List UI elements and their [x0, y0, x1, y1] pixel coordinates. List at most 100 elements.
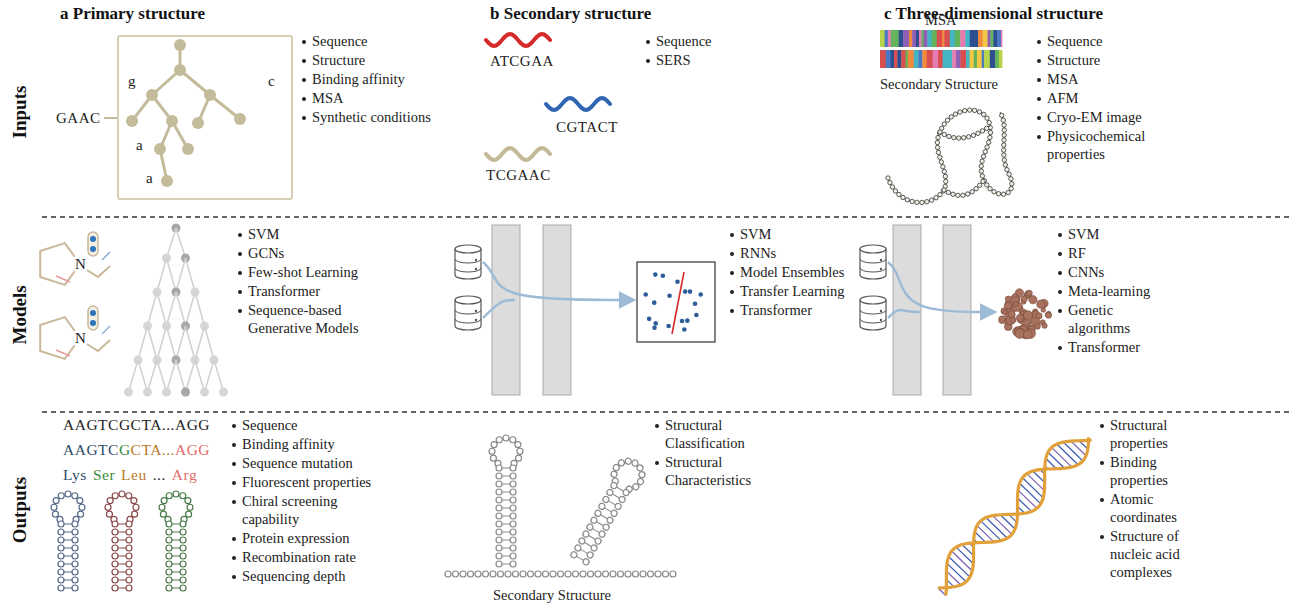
art-stroke: [510, 537, 516, 543]
art-stroke: [652, 325, 657, 330]
art-stroke: [947, 563, 966, 581]
art-stroke: [962, 136, 966, 140]
art-stroke: [176, 292, 186, 326]
art-stroke: [967, 108, 971, 112]
art-stroke: [880, 268, 882, 270]
bullet-dot: [1037, 97, 1041, 101]
art-stroke: [927, 424, 1098, 599]
art-stroke: [1013, 293, 1017, 297]
figure-label: MSA: [925, 11, 956, 29]
art-stroke: [505, 571, 511, 577]
search-tree: [124, 224, 228, 397]
art-stroke: [192, 117, 204, 129]
art-stroke: [996, 192, 1000, 196]
art-stroke: [637, 262, 715, 342]
art-stroke: [694, 313, 699, 318]
art-stroke: [938, 192, 942, 196]
art-stroke: [195, 326, 205, 360]
art-stroke: [496, 505, 502, 511]
art-stroke: [126, 577, 132, 583]
atom-label: N: [75, 255, 86, 273]
art-stroke: [186, 360, 196, 392]
msa-stripe: [950, 30, 956, 47]
art-stroke: [496, 497, 502, 503]
figure-label: ATCGAA: [490, 52, 554, 70]
art-stroke: [893, 189, 897, 193]
bullet-dot: [1037, 135, 1041, 139]
rna-secondary-structure: [886, 108, 1014, 205]
art-stroke: [981, 179, 985, 183]
bullet-item: MSA: [1047, 70, 1182, 88]
art-stroke: [586, 523, 594, 531]
art-stroke: [157, 258, 167, 292]
art-stroke: [475, 319, 477, 321]
msa-stripe: [909, 30, 913, 47]
art-stroke: [496, 537, 502, 543]
art-stroke: [172, 572, 180, 573]
art-stroke: [510, 521, 516, 527]
art-stroke: [174, 64, 186, 76]
row-divider: [42, 216, 1289, 218]
art-stroke: [936, 150, 940, 154]
bullet-item: MSA: [312, 89, 477, 107]
art-stroke: [496, 513, 502, 519]
art-stroke: [157, 326, 167, 360]
msa-stripe: [943, 50, 949, 68]
art-stroke: [986, 518, 1007, 539]
art-stroke: [886, 176, 890, 180]
art-stroke: [860, 310, 886, 314]
art-stroke: [942, 122, 946, 126]
art-stroke: [126, 521, 132, 527]
msa-stripe: [970, 50, 975, 68]
art-stroke: [58, 553, 64, 559]
art-stroke: [682, 327, 687, 332]
art-stroke: [503, 435, 509, 441]
sequence-text: ...: [153, 465, 166, 484]
database-icon: [860, 296, 886, 330]
art-stroke: [490, 571, 496, 577]
art-stroke: [166, 569, 172, 575]
art-stroke: [693, 302, 698, 307]
art-stroke: [496, 529, 502, 535]
aptamer-hairpin: [51, 491, 85, 591]
msa-stripe: [977, 50, 982, 68]
msa-stripe: [938, 50, 943, 68]
art-stroke: [927, 424, 1098, 599]
art-stroke: [958, 110, 962, 114]
art-stroke: [126, 561, 132, 567]
art-stroke: [90, 320, 96, 326]
art-stroke: [683, 289, 688, 294]
art-stroke: [1015, 329, 1025, 339]
art-stroke: [180, 577, 186, 583]
msa-stripe: [880, 50, 886, 68]
art-stroke: [1048, 452, 1065, 468]
art-stroke: [698, 292, 703, 297]
art-stroke: [205, 326, 215, 360]
art-stroke: [118, 588, 126, 589]
art-stroke: [90, 236, 96, 242]
bullet-dot: [232, 537, 236, 541]
art-stroke: [993, 516, 1012, 535]
art-stroke: [510, 437, 516, 443]
art-stroke: [937, 131, 941, 135]
art-stroke: [180, 561, 186, 567]
art-stroke: [949, 115, 953, 119]
art-stroke: [614, 502, 622, 510]
art-stroke: [1037, 300, 1045, 308]
art-stroke: [72, 577, 78, 583]
art-stroke: [688, 289, 693, 294]
art-stroke: [888, 110, 1012, 202]
bullet-item: AFM: [1047, 89, 1182, 107]
art-stroke: [126, 585, 132, 591]
msa-stripe: [885, 30, 889, 47]
art-stroke: [625, 571, 631, 577]
art-stroke: [105, 504, 111, 510]
art-stroke: [234, 113, 246, 125]
msa-stripe: [888, 30, 891, 47]
art-stroke: [88, 232, 98, 256]
msa-stripe: [927, 30, 932, 47]
art-stroke: [172, 580, 180, 581]
bullet-item: Sequence: [312, 32, 477, 50]
row-label: Inputs: [9, 86, 31, 139]
